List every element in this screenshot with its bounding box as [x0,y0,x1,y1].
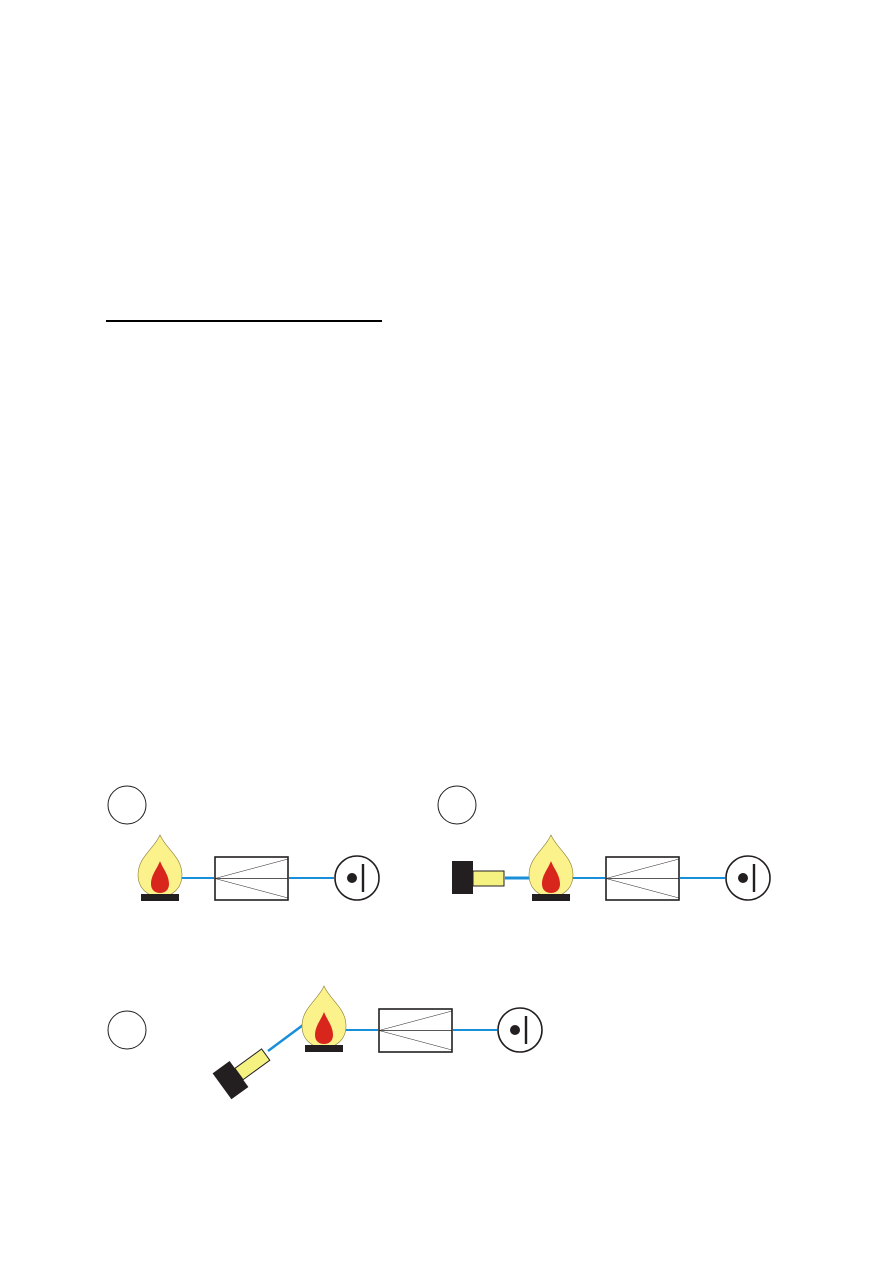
flame-icon [301,985,347,1053]
detector-icon [496,1006,544,1054]
panel-1 [107,785,381,902]
lamp-icon [452,861,505,894]
lamp-icon-angled [212,1048,271,1100]
section-underline [106,320,382,322]
monochromator [378,1008,453,1053]
panel-3 [107,985,544,1100]
monochromator [605,856,680,901]
light-beam [267,1023,304,1053]
detector-icon [333,854,381,902]
panel-2 [437,785,772,902]
monochromator [214,856,289,901]
panel-number-circle [437,785,477,825]
flame-icon [137,834,183,902]
flame-icon [528,834,574,902]
panel-number-circle [107,1010,147,1050]
panel-number-circle [107,785,147,825]
detector-icon [724,854,772,902]
